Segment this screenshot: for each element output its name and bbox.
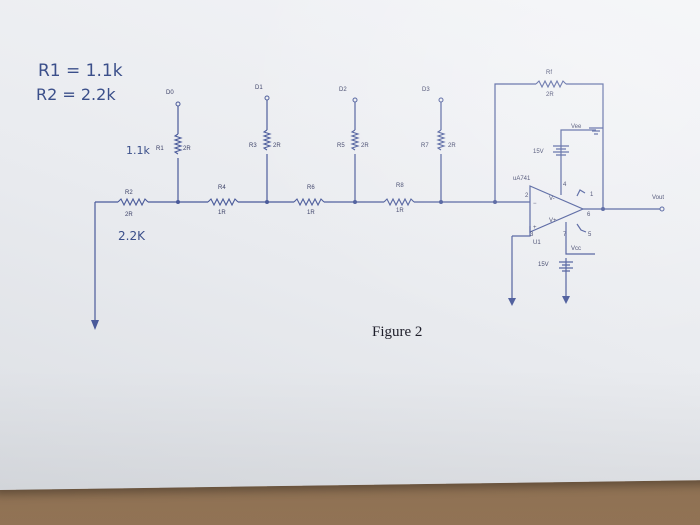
resistor-r6: [293, 197, 325, 207]
resistor-rf: [535, 79, 567, 89]
label-d1: D1: [255, 85, 263, 91]
value-r8: 1R: [396, 208, 404, 214]
branch-d0: D0 R1 2R: [156, 90, 191, 204]
noninverting-wire: [511, 226, 531, 300]
pin-7: 7: [563, 232, 567, 238]
terminal-d3: [438, 97, 444, 103]
pin-5: 5: [588, 232, 592, 238]
branch-d2: D2 R5 2R: [337, 87, 369, 204]
resistor-r5: [350, 129, 360, 151]
pin-2: 2: [525, 193, 529, 199]
junction-d0: [176, 200, 180, 204]
note-r2-value: 2.2K: [118, 229, 146, 243]
pin-1: 1: [590, 192, 594, 198]
label-vee: Vee: [571, 124, 582, 130]
label-r8: R8: [396, 183, 404, 189]
label-d0: D0: [166, 90, 174, 96]
note-r2: R2 = 2.2k: [36, 85, 116, 104]
resistor-r2: [117, 197, 149, 207]
ground-arrow-icon-2: [508, 298, 516, 306]
terminal-d2: [352, 97, 358, 103]
label-r6: R6: [307, 185, 315, 191]
output-terminal: [659, 206, 665, 212]
sign-plus: +: [533, 225, 537, 231]
value-rf: 2R: [546, 92, 554, 98]
value-r1: 2R: [183, 146, 191, 152]
terminal-d1: [264, 95, 270, 101]
label-r2: R2: [125, 190, 133, 196]
note-r1: R1 = 1.1k: [38, 61, 123, 81]
resistor-r8: [383, 197, 415, 207]
resistor-r3: [262, 129, 272, 151]
junction-d3: [439, 200, 443, 204]
pin-3: 3: [530, 232, 534, 238]
value-r7: 2R: [448, 143, 456, 149]
value-r3: 2R: [273, 143, 281, 149]
opamp-triangle: [529, 185, 585, 233]
value-r6: 1R: [307, 210, 315, 216]
label-vee-volt: 15V: [533, 149, 544, 155]
opamp-ua741: uA741 U1 2 3 4 6 7 1 5 V- V+ − +: [508, 176, 665, 306]
opamp-part: uA741: [513, 176, 531, 182]
supply-vcc: Vcc 15V: [538, 222, 595, 304]
label-d3: D3: [422, 87, 430, 93]
label-vcc-volt: 15V: [538, 262, 549, 268]
label-r7: R7: [421, 143, 429, 149]
label-rf: Rf: [546, 70, 552, 76]
label-r3: R3: [249, 143, 257, 149]
terminal-d0: [175, 101, 181, 107]
label-vneg: V-: [549, 196, 555, 202]
supply-vee: Vee 15V: [533, 124, 603, 195]
label-r5: R5: [337, 143, 345, 149]
pin-4: 4: [563, 182, 567, 188]
opamp-u1: U1: [533, 240, 541, 246]
branch-d1: D1 R3 2R: [249, 85, 281, 204]
label-vout: Vout: [652, 195, 664, 201]
ground-arrow-icon-3: [562, 296, 570, 304]
junction-d1: [265, 200, 269, 204]
value-r5: 2R: [361, 143, 369, 149]
ground-arrow-icon: [91, 320, 99, 330]
branch-d3: D3 R7 2R: [421, 87, 456, 204]
resistor-r7: [436, 129, 446, 151]
feedback-wire: [494, 83, 604, 210]
value-r4: 1R: [218, 210, 226, 216]
pin-6: 6: [587, 212, 591, 218]
junction-output: [601, 207, 605, 211]
label-r1: R1: [156, 146, 164, 152]
sign-minus: −: [533, 201, 537, 207]
label-r4: R4: [218, 185, 226, 191]
resistor-r1: [173, 133, 183, 155]
label-d2: D2: [339, 87, 347, 93]
note-r1-value: 1.1k: [126, 144, 150, 157]
value-r2: 2R: [125, 212, 133, 218]
label-vpos: V+: [549, 218, 557, 224]
resistor-r4: [207, 197, 239, 207]
label-vcc: Vcc: [571, 246, 581, 252]
junction-d2: [353, 200, 357, 204]
figure-caption: Figure 2: [372, 324, 423, 340]
